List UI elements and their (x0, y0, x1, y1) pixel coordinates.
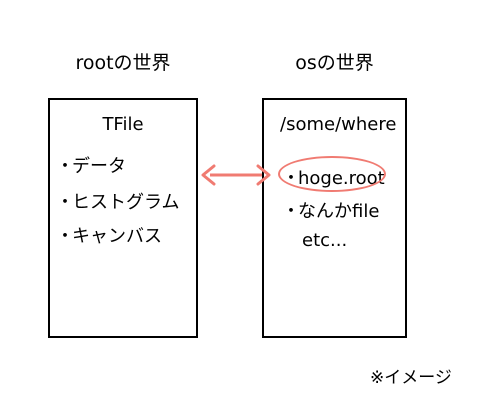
arrow-head-right (256, 164, 271, 186)
root-world-box: TFile ・データ ・ヒストグラム ・キャンバス (48, 98, 198, 338)
root-list-item-histogram: ・ヒストグラム (56, 188, 179, 214)
arrow-head-left (201, 164, 216, 186)
image-note: ※イメージ (370, 368, 452, 388)
highlight-ellipse (278, 156, 386, 192)
root-list-item-data: ・データ (56, 152, 126, 178)
root-list-item-label: キャンバス (72, 226, 162, 247)
root-box-title: TFile (102, 114, 144, 135)
root-list-item-canvas: ・キャンバス (56, 222, 162, 248)
root-list-item-label: データ (72, 156, 126, 177)
os-list-item-label: なんかfile (298, 201, 380, 222)
double-arrow-icon (201, 164, 271, 186)
os-world-heading: osの世界 (295, 52, 374, 74)
os-list-item-etc: etc... (302, 230, 348, 251)
bullet-icon: ・ (282, 201, 300, 222)
bullet-icon: ・ (56, 226, 74, 247)
os-list-item-some-file: ・なんかfile (282, 197, 379, 223)
root-list-item-label: ヒストグラム (72, 192, 180, 213)
bullet-icon: ・ (56, 192, 74, 213)
os-world-box: /some/where ・hoge.root ・なんかfile etc... (262, 98, 407, 338)
os-box-title: /some/where (280, 114, 397, 135)
root-world-heading: rootの世界 (75, 52, 171, 74)
bullet-icon: ・ (56, 156, 74, 177)
